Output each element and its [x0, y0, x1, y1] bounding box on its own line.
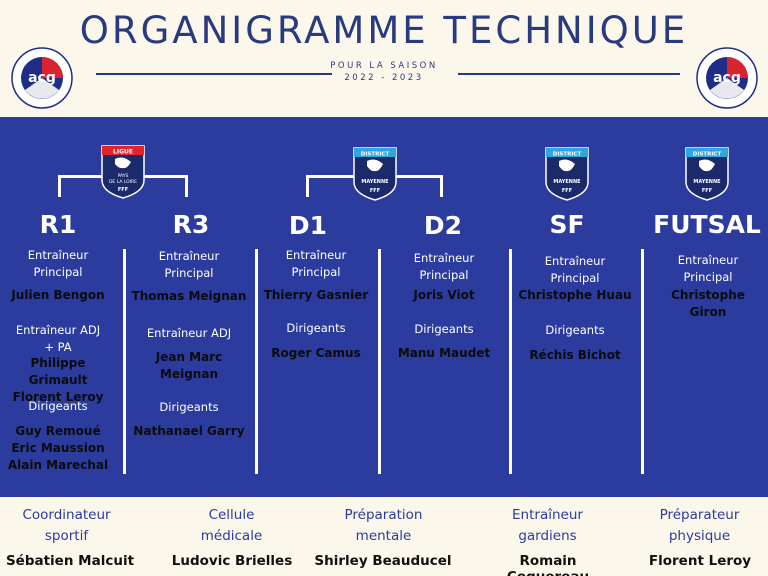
role-label: Entraîneur ADJ: [146, 326, 232, 340]
team-title-sf: SF: [549, 210, 585, 239]
svg-text:MAYENNE: MAYENNE: [361, 179, 389, 185]
staff-name: Ludovic Brielles: [171, 553, 293, 569]
team-title-d1: D1: [288, 211, 328, 240]
svg-text:DISTRICT: DISTRICT: [693, 152, 722, 158]
svg-text:DE LA LOIRE: DE LA LOIRE: [109, 179, 137, 185]
team-title-r3: R3: [172, 210, 210, 239]
staff-footer: [0, 497, 768, 576]
staff-name: Romain Coquereau: [507, 553, 589, 576]
divider-left: [96, 73, 332, 75]
district-badge-icon: DISTRICT MAYENNE FFF: [353, 147, 397, 201]
ligue-badge-icon: LIGUE PAYS DE LA LOIRE FFF: [101, 145, 145, 199]
person-name: Manu Maudet: [397, 346, 491, 360]
staff-name: Shirley Beauducel: [314, 553, 452, 569]
team-title-d2: D2: [423, 211, 463, 240]
role-label: Dirigeants: [414, 322, 474, 336]
staff-name: Florent Leroy: [648, 553, 752, 569]
person-name: Réchis Bichot: [529, 348, 621, 362]
svg-text:MAYENNE: MAYENNE: [553, 179, 581, 185]
column-separator: [255, 249, 258, 474]
season-label: POUR LA SAISON: [330, 61, 438, 71]
district-badge-icon-sf: DISTRICT MAYENNE FFF: [545, 147, 589, 201]
svg-text:FFF: FFF: [702, 188, 712, 194]
district-badge-icon-futsal: DISTRICT MAYENNE FFF: [685, 147, 729, 201]
column-separator: [378, 249, 381, 474]
person-name: Julien Bengon: [11, 288, 105, 302]
svg-text:FFF: FFF: [562, 188, 572, 194]
role-label: Dirigeants: [286, 321, 346, 335]
svg-text:DISTRICT: DISTRICT: [361, 152, 390, 158]
svg-text:PAYS: PAYS: [118, 173, 129, 179]
svg-text:LIGUE: LIGUE: [113, 149, 133, 156]
divider-right: [458, 73, 680, 75]
logo-text-right: acg: [713, 70, 741, 86]
role-label: Dirigeants: [545, 323, 605, 337]
team-title-futsal: FUTSAL: [653, 210, 761, 239]
person-name: Thierry Gasnier: [263, 288, 369, 302]
person-name: Christophe Huau: [518, 288, 632, 302]
logo-text-left: acg: [28, 70, 56, 86]
svg-text:FFF: FFF: [370, 188, 380, 194]
column-separator: [123, 249, 126, 474]
role-label: Dirigeants: [159, 400, 219, 414]
svg-text:DISTRICT: DISTRICT: [553, 152, 582, 158]
svg-text:MAYENNE: MAYENNE: [693, 179, 721, 185]
person-name: Nathanael Garry: [133, 424, 245, 438]
staff-name: Sébatien Malcuit: [5, 553, 135, 569]
column-separator: [509, 249, 512, 474]
person-name: Thomas Meignan: [131, 289, 247, 303]
column-separator: [641, 249, 644, 474]
role-label: Dirigeants: [28, 399, 88, 413]
team-title-r1: R1: [39, 210, 77, 239]
header: ORGANIGRAMME TECHNIQUE POUR LA SAISON 20…: [0, 0, 768, 117]
club-logo-left: acg: [11, 47, 73, 109]
role-label: Entraîneur ADJ+ PA: [15, 323, 101, 354]
person-name: Roger Camus: [271, 346, 361, 360]
season-years: 2022 - 2023: [344, 73, 424, 83]
person-name: Joris Viot: [413, 288, 475, 302]
page-title: ORGANIGRAMME TECHNIQUE: [79, 9, 689, 52]
svg-text:FFF: FFF: [118, 187, 128, 193]
club-logo-right: acg: [696, 47, 758, 109]
